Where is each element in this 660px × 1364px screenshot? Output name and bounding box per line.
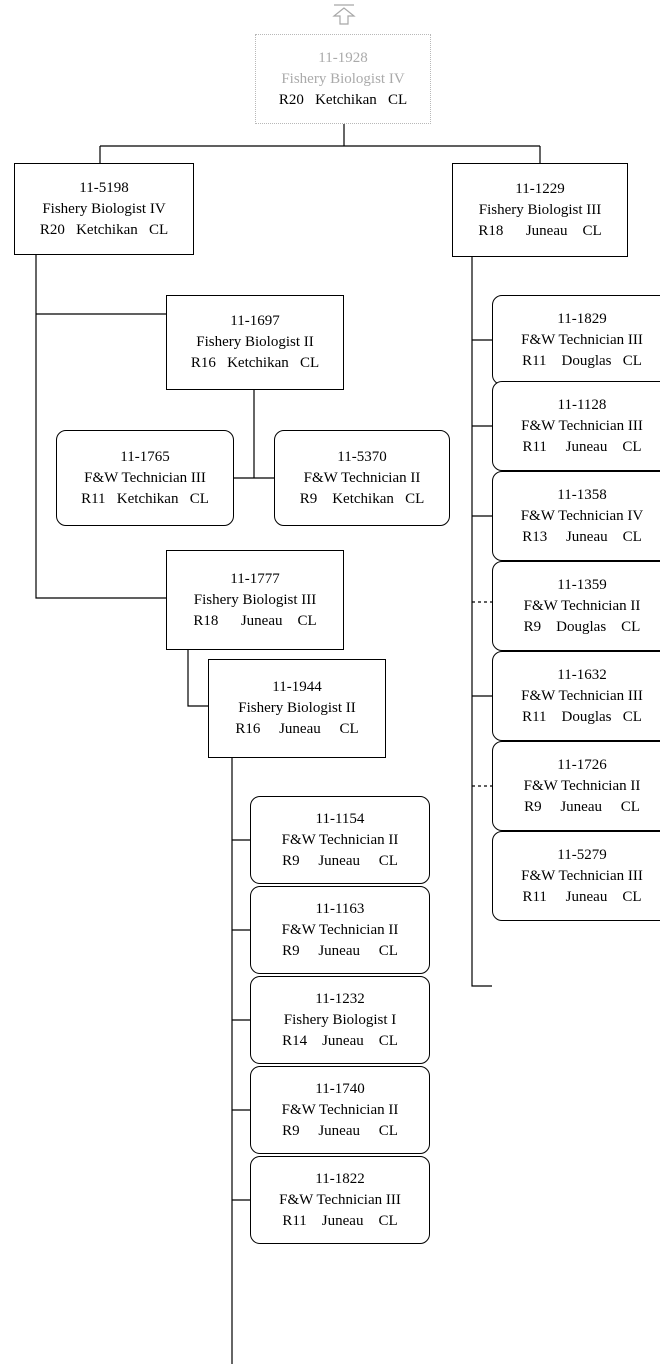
position-info: R14 Juneau CL [282, 1032, 398, 1049]
position-id: 11-1232 [315, 990, 365, 1007]
position-id: 11-1128 [557, 396, 607, 413]
position-title: F&W Technician II [281, 1101, 399, 1118]
position-info: R9 Juneau CL [282, 1122, 398, 1139]
position-title: F&W Technician II [281, 921, 399, 938]
position-info: R11 Douglas CL [522, 708, 642, 725]
position-title: Fishery Biologist II [196, 334, 314, 350]
position-id: 11-5370 [337, 448, 387, 465]
parent-position-box[interactable]: 11-1928 Fishery Biologist IV R20 Ketchik… [255, 34, 431, 124]
position-info: R20 Ketchikan CL [278, 91, 408, 108]
position-info: R16 Ketchikan CL [190, 355, 320, 371]
connector-line [232, 839, 250, 1201]
position-id: 11-5198 [79, 179, 129, 196]
position-title: Fishery Biologist IV [42, 200, 166, 217]
position-id: 11-1359 [557, 576, 607, 593]
position-id: 11-1777 [230, 570, 280, 587]
position-id: 11-1697 [230, 313, 280, 329]
position-title: Fishery Biologist III [193, 591, 317, 608]
position-id: 11-1829 [557, 310, 607, 327]
position-id: 11-1163 [315, 900, 365, 917]
position-id: 11-5279 [557, 846, 607, 863]
position-title: F&W Technician III [279, 1191, 401, 1208]
position-title: F&W Technician III [521, 417, 643, 434]
position-info: R11 Douglas CL [522, 352, 642, 369]
connector-line [234, 390, 274, 479]
position-info: R11 Juneau CL [282, 1212, 398, 1229]
position-title: Fishery Biologist III [478, 201, 602, 218]
position-info: R11 Juneau CL [522, 888, 642, 905]
position-title: F&W Technician II [523, 777, 641, 794]
connector-line [472, 339, 492, 697]
position-id: 11-1726 [557, 756, 607, 773]
position-id: 11-1765 [120, 448, 170, 465]
dashed-connector-line [472, 601, 492, 787]
position-title: F&W Technician III [521, 687, 643, 704]
position-info: R11 Ketchikan CL [81, 490, 209, 507]
position-id: 11-1632 [557, 666, 607, 683]
position-id: 11-1822 [315, 1170, 365, 1187]
position-info: R18 Juneau CL [193, 612, 317, 629]
up-arrow-icon[interactable] [332, 4, 356, 26]
connector-line [35, 254, 166, 599]
position-info: R9 Juneau CL [282, 942, 398, 959]
connector-line [99, 124, 541, 163]
position-info: R9 Juneau CL [524, 798, 640, 815]
position-id: 11-1740 [315, 1080, 365, 1097]
connector-line [187, 650, 208, 707]
position-id: 11-1928 [318, 49, 368, 66]
position-title: F&W Technician III [84, 469, 206, 486]
position-info: R18 Juneau CL [478, 222, 602, 239]
position-info: R11 Juneau CL [522, 438, 642, 455]
connector-line [471, 257, 492, 987]
position-id: 11-1358 [557, 486, 607, 503]
position-info: R16 Juneau CL [235, 721, 359, 737]
position-title: F&W Technician III [521, 331, 643, 348]
position-title: Fishery Biologist IV [281, 70, 405, 87]
position-title: Fishery Biologist I [283, 1011, 397, 1028]
position-id: 11-1154 [315, 810, 365, 827]
position-id: 11-1944 [272, 679, 322, 695]
position-title: Fishery Biologist II [238, 700, 356, 716]
position-title: F&W Technician II [523, 597, 641, 614]
position-title: F&W Technician III [521, 867, 643, 884]
position-info: R20 Ketchikan CL [39, 221, 169, 238]
position-id: 11-1229 [515, 180, 565, 197]
position-info: R9 Douglas CL [523, 618, 641, 635]
position-title: F&W Technician II [303, 469, 421, 486]
position-info: R9 Ketchikan CL [299, 490, 425, 507]
position-title: F&W Technician IV [520, 507, 644, 524]
position-title: F&W Technician II [281, 831, 399, 848]
position-info: R13 Juneau CL [522, 528, 642, 545]
position-info: R9 Juneau CL [282, 852, 398, 869]
